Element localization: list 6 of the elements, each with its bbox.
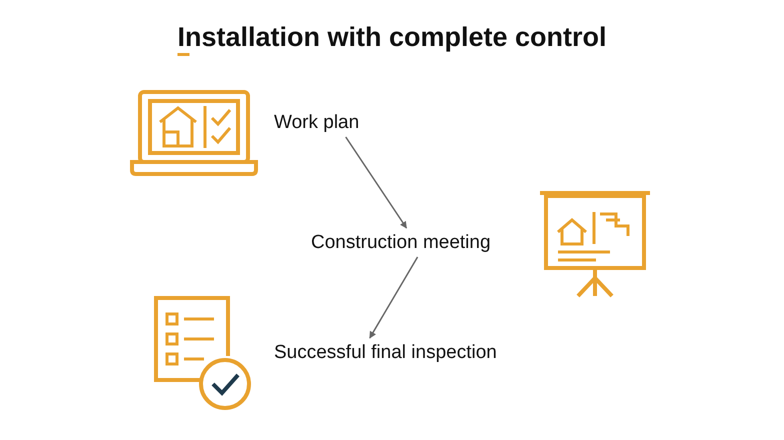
- arrow: [369, 256, 418, 339]
- step-label: Construction meeting: [311, 230, 533, 256]
- step-label: Successful final inspection: [274, 340, 540, 366]
- title: Installation with complete control: [177, 22, 607, 53]
- step-label: Work plan: [274, 110, 366, 136]
- arrow: [345, 136, 408, 229]
